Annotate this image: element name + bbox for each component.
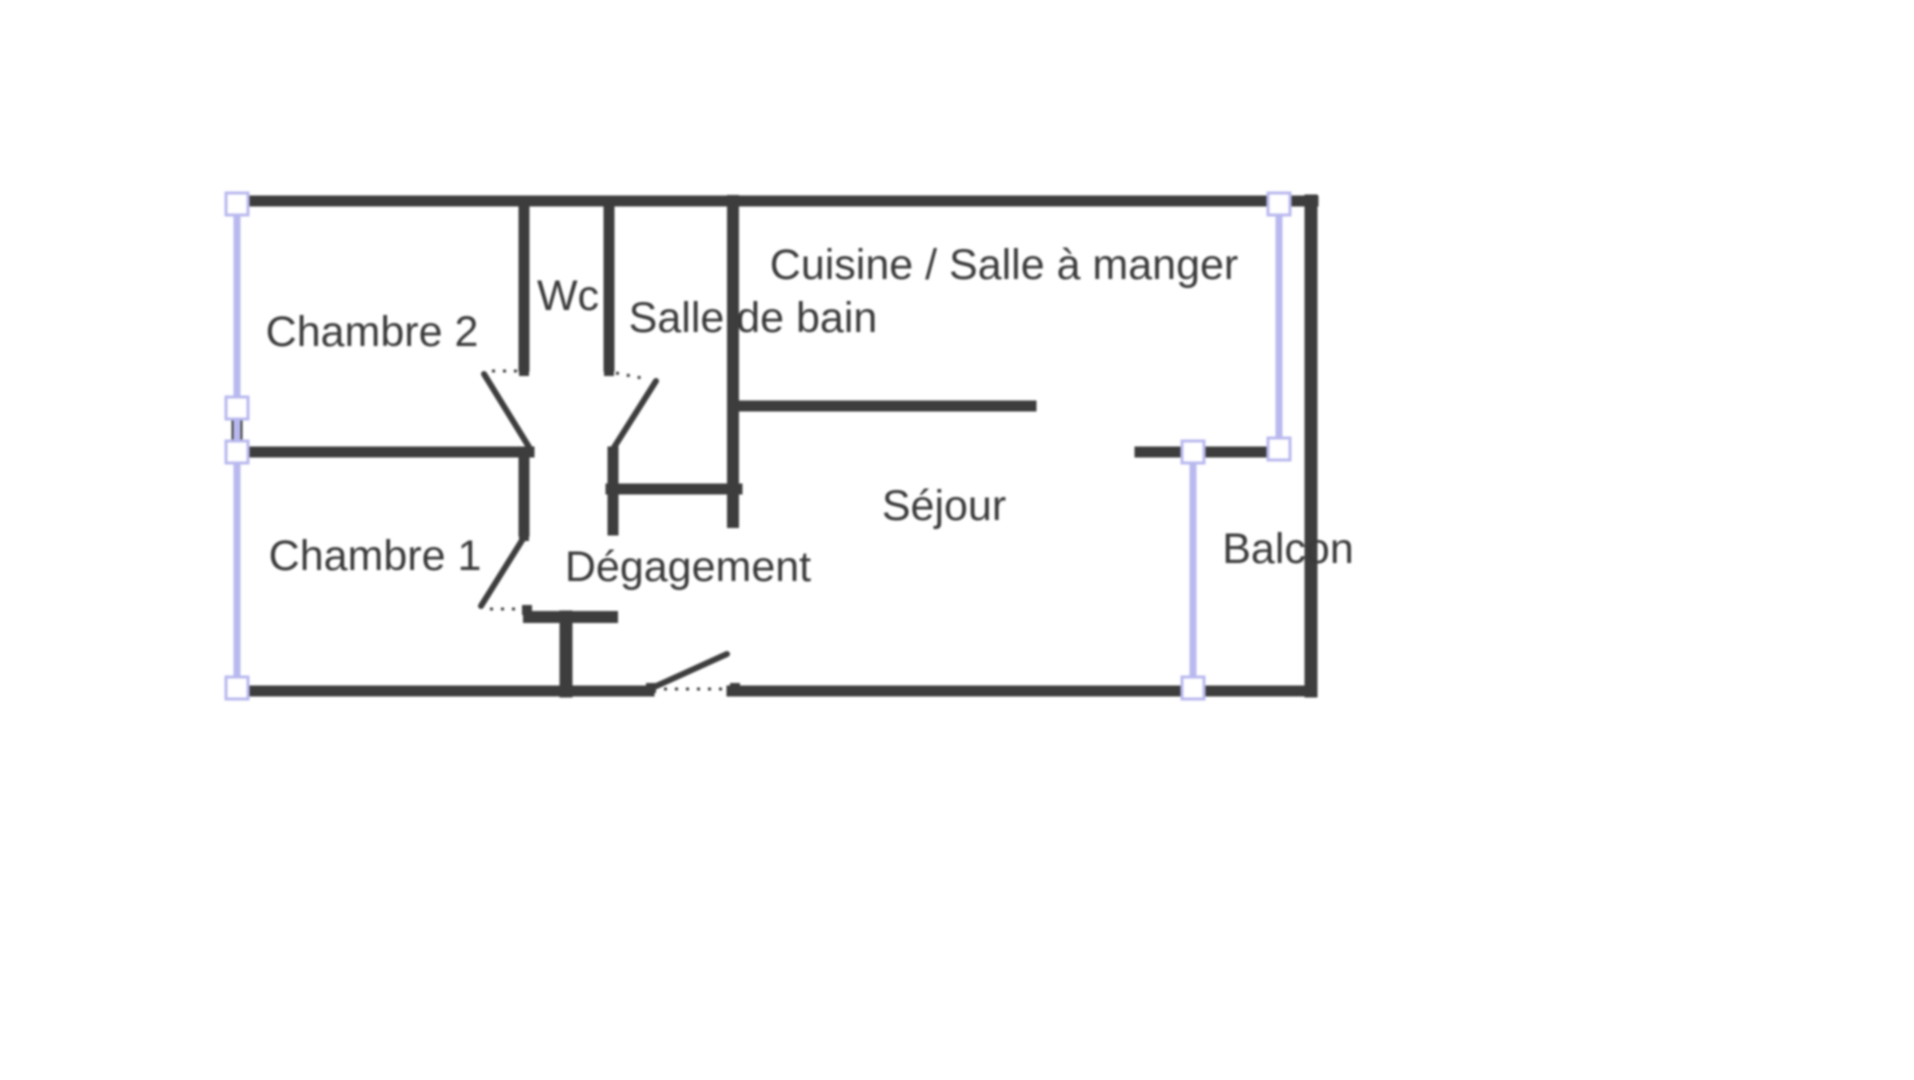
handle-left-middle-lower [224, 439, 250, 465]
label-chambre1: Chambre 1 [269, 532, 482, 580]
window-handles [224, 191, 1292, 701]
room-labels: Chambre 2 Wc Salle de bain Cuisine / Sal… [266, 241, 1354, 591]
door-chambre2 [481, 371, 532, 450]
label-salle-de-bain: Salle de bain [629, 294, 878, 342]
label-sejour: Séjour [882, 482, 1006, 530]
handle-balcony-top [1180, 439, 1206, 465]
label-cuisine: Cuisine / Salle à manger [770, 241, 1238, 289]
interior-walls [231, 195, 1277, 698]
door-bathroom [610, 378, 659, 452]
handle-left-top [224, 191, 250, 217]
label-balcon: Balcon [1222, 525, 1353, 573]
hinge-entry-right [730, 683, 740, 693]
handle-balcony-bottom [1180, 675, 1206, 701]
door-hinges [519, 366, 740, 693]
door-entry [649, 651, 730, 691]
handle-left-bottom [224, 675, 250, 701]
hinge-bathroom [604, 366, 614, 376]
exterior-walls [231, 194, 1319, 698]
label-degagement: Dégagement [565, 543, 811, 591]
swing-arc-bathroom [615, 371, 648, 381]
hinge-entry-wall [522, 605, 532, 615]
handle-left-middle-upper [224, 395, 250, 421]
hinge-chambre2 [519, 366, 529, 376]
handle-right-bottom [1266, 436, 1292, 462]
handle-right-top [1266, 191, 1292, 217]
label-chambre2: Chambre 2 [266, 308, 479, 356]
label-wc: Wc [537, 272, 599, 320]
door-chambre1 [478, 531, 529, 609]
door-swing-marks [490, 369, 730, 691]
door-leaves [478, 371, 730, 691]
